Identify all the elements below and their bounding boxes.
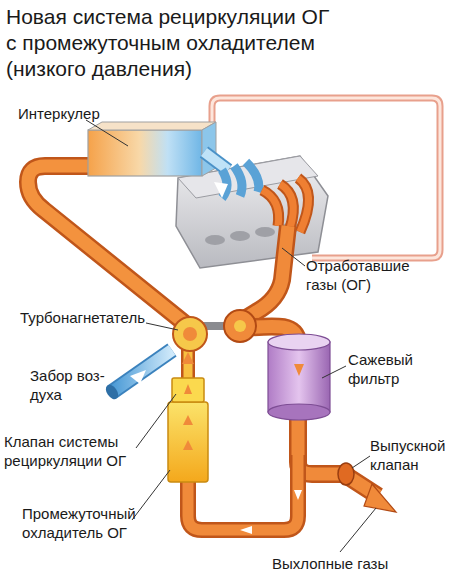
intake-runner xyxy=(234,166,242,196)
flow-arrow xyxy=(183,440,193,450)
compressor-hub xyxy=(183,327,197,341)
leader-line xyxy=(340,508,376,552)
flow-arrow xyxy=(294,490,302,500)
soot-filter xyxy=(268,342,330,412)
piston xyxy=(255,227,275,237)
pipe-outline xyxy=(112,350,172,392)
turbine xyxy=(224,310,256,342)
flow-arrow xyxy=(240,526,252,534)
flow-arrow xyxy=(130,370,146,384)
intake-air-pipe xyxy=(112,350,172,392)
turbine-hub xyxy=(234,320,246,332)
compressor xyxy=(173,317,207,351)
flow-arrow xyxy=(294,364,304,376)
charge-air-pipe xyxy=(28,166,188,326)
soot-filter-bottom xyxy=(268,404,330,420)
exhaust-runner xyxy=(298,178,309,232)
part-label: Забор воз- духа xyxy=(30,366,114,404)
part-label: Турбонагнетатель xyxy=(20,308,160,327)
pipe-outline xyxy=(204,152,228,170)
pipe-outline xyxy=(298,412,378,496)
pipe-outline xyxy=(298,178,309,232)
piston xyxy=(205,235,225,245)
intake-pipe xyxy=(204,152,228,170)
pipe-outline xyxy=(240,226,288,322)
flow-arrow xyxy=(184,384,192,394)
leader-lines xyxy=(86,120,376,552)
diagram-title: Новая система рециркуляции ОГ с промежут… xyxy=(6,4,337,82)
pipe-outline xyxy=(28,166,188,326)
flow-arrow xyxy=(182,352,194,364)
part-label: Выпускной клапан xyxy=(370,436,460,474)
soot-filter-top xyxy=(268,334,330,350)
pipe-outline xyxy=(280,184,293,228)
part-label: Промежуточный охладитель ОГ xyxy=(22,504,150,542)
leader-line xyxy=(282,248,305,266)
outlet-arrow xyxy=(364,484,396,512)
part-label: Интеркулер xyxy=(18,104,128,123)
intake-runner xyxy=(246,162,259,192)
leader-line xyxy=(146,323,178,330)
part-label: Отработавшие газы (ОГ) xyxy=(306,256,416,294)
part-label: Выхлопные газы xyxy=(272,554,432,573)
exhaust-runner xyxy=(280,184,293,228)
flow-arrow xyxy=(214,182,228,198)
exhaust-pipe xyxy=(298,412,378,496)
intercooler-body xyxy=(88,130,202,176)
exhaust-runner xyxy=(262,190,279,226)
egr-valve xyxy=(172,378,204,402)
piston xyxy=(230,231,250,241)
part-label: Клапан системы рециркуляции ОГ xyxy=(4,432,138,470)
pipe-outline xyxy=(262,190,279,226)
leader-line xyxy=(352,456,370,468)
exhaust-valve xyxy=(338,463,354,485)
intercooler-top xyxy=(88,122,216,130)
pipe-mouth xyxy=(103,383,120,402)
exhaust-pipe xyxy=(240,226,288,322)
flow-arrow xyxy=(183,415,193,425)
leader-line xyxy=(86,120,128,146)
leader-line xyxy=(322,366,346,378)
leader-line xyxy=(132,470,170,520)
part-label: Сажевый фильтр xyxy=(348,350,426,388)
leader-line xyxy=(136,394,176,448)
egr-cooler xyxy=(168,402,208,482)
